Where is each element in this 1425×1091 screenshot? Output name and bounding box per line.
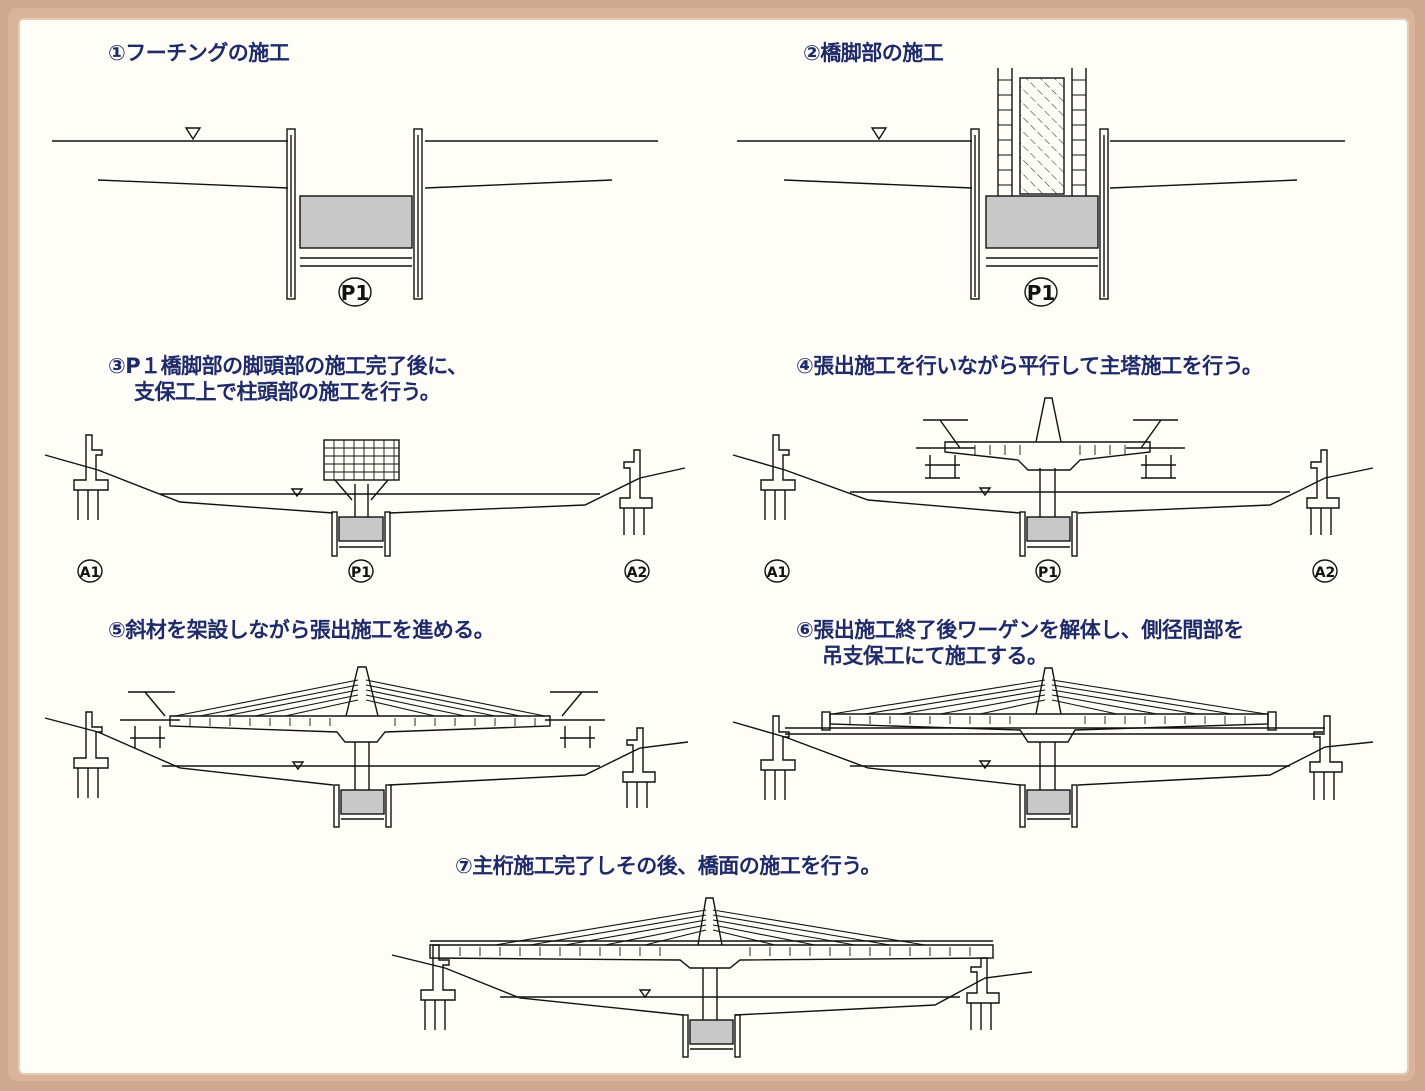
step6-title-line1: ⑥張出施工終了後ワーゲンを解体し、側径間部を bbox=[796, 618, 1244, 642]
step2-title: ②橋脚部の施工 bbox=[803, 41, 944, 65]
outer-frame bbox=[8, 8, 1415, 1081]
step3-title-line1: ③P１橋脚部の脚頭部の施工完了後に、 bbox=[108, 354, 468, 378]
step7-title: ⑦主桁施工完了しその後、橋面の施工を行う。 bbox=[455, 854, 882, 878]
step1-pier-label: P1 bbox=[341, 281, 370, 305]
step3-a1-label: A1 bbox=[80, 565, 101, 581]
pier-column bbox=[1019, 77, 1065, 195]
step4-a2-label: A2 bbox=[1315, 565, 1336, 581]
step1-pier-marker bbox=[338, 277, 372, 307]
footing-concrete bbox=[299, 195, 413, 249]
step3-title-line2: 支保工上で柱頭部の施工を行う。 bbox=[134, 380, 441, 404]
step1-title: ①フーチングの施工 bbox=[108, 41, 290, 65]
step3-a2-label: A2 bbox=[627, 565, 648, 581]
step3-diagram bbox=[44, 434, 686, 583]
segment-joints bbox=[189, 716, 1246, 956]
step4-p1-label: P1 bbox=[1038, 565, 1058, 581]
step5-diagram bbox=[44, 666, 689, 828]
step4-diagram bbox=[732, 397, 1374, 583]
step7-diagram bbox=[391, 897, 1033, 1058]
step6-title-line2: 吊支保工にて施工する。 bbox=[822, 644, 1048, 668]
step6-diagram bbox=[732, 667, 1374, 828]
step1-diagram bbox=[52, 127, 658, 300]
step2-pier-label: P1 bbox=[1027, 281, 1056, 305]
step2-diagram bbox=[737, 68, 1345, 307]
step4-a1-label: A1 bbox=[767, 565, 788, 581]
step5-title: ⑤斜材を架設しながら張出施工を進める。 bbox=[108, 618, 495, 642]
footing-concrete-2 bbox=[985, 195, 1099, 249]
step4-title: ④張出施工を行いながら平行して主塔施工を行う。 bbox=[796, 354, 1263, 378]
step3-p1-label: P1 bbox=[351, 565, 371, 581]
